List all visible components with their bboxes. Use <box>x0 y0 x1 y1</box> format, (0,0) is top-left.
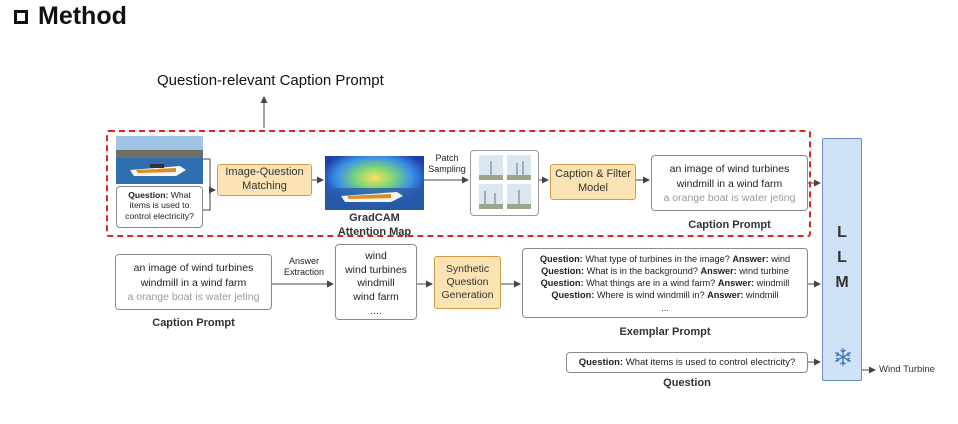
square-bullet-icon <box>14 9 28 24</box>
boat-image <box>116 136 203 184</box>
exemplar-line: Question: What things are in a wind farm… <box>540 278 790 289</box>
mid-caption-prompt-label: Caption Prompt <box>152 317 235 329</box>
answer-extraction-label: Answer Extraction <box>283 256 325 277</box>
answer-item: wind <box>365 250 387 262</box>
gradcam-image <box>325 156 424 210</box>
qrc-prompt-label: Question-relevant Caption Prompt <box>157 72 384 89</box>
exemplar-line: Question: What type of turbines in the i… <box>539 254 791 264</box>
llm-letter: L <box>837 224 847 241</box>
answer-item: wind turbines <box>345 263 407 276</box>
mid-caption-box: an image of wind turbines windmill in a … <box>115 254 272 310</box>
image-question-matching-box: Image-Question Matching <box>217 164 312 196</box>
gradcam-label: GradCAM Attention Map <box>337 212 412 239</box>
synthetic-question-generation-box: Synthetic Question Generation <box>434 256 501 309</box>
answer-item: .... <box>370 304 382 317</box>
top-caption-prompt-label: Caption Prompt <box>688 219 771 231</box>
answer-item: windmill <box>357 277 395 290</box>
section-title: Method <box>14 2 127 31</box>
llm-letter: L <box>837 248 847 266</box>
top-question-box: Question: What items is used to control … <box>116 186 203 228</box>
qrc-region <box>106 130 811 237</box>
llm-block: L L M <box>822 138 862 381</box>
exemplar-ellipsis: ... <box>661 302 669 313</box>
output-label: Wind Turbine <box>879 364 935 375</box>
patches-image <box>479 155 531 209</box>
exemplar-line: Question: Where is wind windmill in? Ans… <box>551 290 779 301</box>
exemplar-line: Question: What is in the background? Ans… <box>541 266 789 277</box>
bottom-question-label: Question <box>663 377 711 389</box>
question-to-matching <box>203 190 211 211</box>
exemplar-box: Question: What type of turbines in the i… <box>522 248 808 318</box>
snowflake-icon <box>834 348 852 366</box>
section-title-text: Method <box>38 2 127 30</box>
patch-sampling-label: Patch Sampling <box>428 153 466 174</box>
bottom-question-box: Question: What items is used to control … <box>566 352 808 373</box>
answers-box: wind wind turbines windmill wind farm ..… <box>335 244 417 320</box>
exemplar-prompt-label: Exemplar Prompt <box>619 326 711 338</box>
llm-letter: M <box>835 273 849 291</box>
top-question-text: Question: What items is used to control … <box>125 190 194 221</box>
answer-item: wind farm <box>353 290 399 303</box>
caption-filter-model-box: Caption & Filter Model <box>550 164 636 200</box>
top-caption-box: an image of wind turbines windmill in a … <box>651 155 808 211</box>
patches-box <box>470 150 539 216</box>
